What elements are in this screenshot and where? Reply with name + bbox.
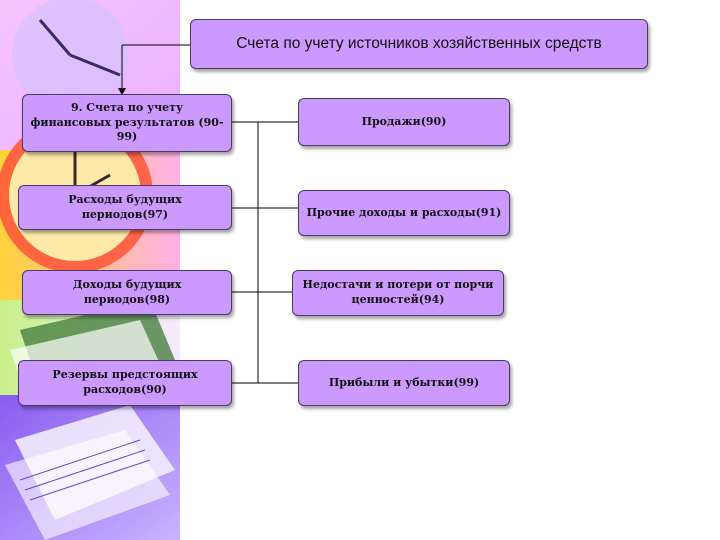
right-box-sales: Продажи(90) [298, 98, 510, 146]
right-box-shortages: Недостачи и потери от порчи ценностей(94… [292, 270, 504, 316]
left-box-deferred-expenses: Расходы будущих периодов(97) [18, 185, 232, 230]
left-box-financial-results: 9. Счета по учету финансовых результатов… [22, 94, 232, 152]
right-box-profit-loss: Прибыли и убытки(99) [298, 360, 510, 406]
left-box-reserves: Резервы предстоящих расходов(90) [18, 360, 232, 406]
arrow-head [118, 88, 126, 95]
right-box-other-income: Прочие доходы и расходы(91) [298, 190, 510, 236]
left-box-deferred-income: Доходы будущих периодов(98) [22, 270, 232, 315]
diagram-title: Счета по учету источников хозяйственных … [190, 19, 648, 69]
